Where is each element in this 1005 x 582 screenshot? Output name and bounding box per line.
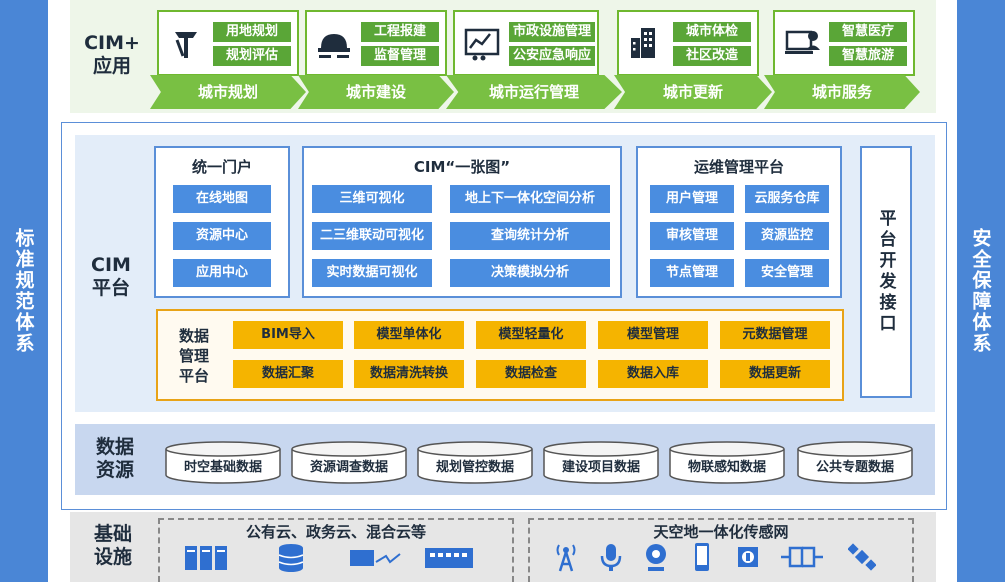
- satellite-icon: [848, 543, 876, 571]
- operations-dashboard-icon: [464, 28, 500, 61]
- antenna-icon: [556, 544, 576, 572]
- ops-item[interactable]: 云服务仓库: [745, 185, 829, 213]
- data-resource-label: 资源调查数据: [309, 460, 388, 475]
- data-resource-label: 建设项目数据: [561, 460, 640, 475]
- dev-interface-label: 平台开发接口: [875, 209, 896, 335]
- data-mgmt-item[interactable]: 数据检查: [476, 360, 586, 388]
- app-tag[interactable]: 市政设施管理: [509, 22, 595, 42]
- cloud-section: [158, 518, 514, 582]
- chevron-urban-planning[interactable]: 城市规划: [150, 75, 306, 109]
- ops-item[interactable]: 审核管理: [650, 222, 734, 250]
- chevron-city-services[interactable]: 城市服务: [764, 75, 920, 109]
- one-map-item[interactable]: 决策模拟分析: [450, 259, 610, 287]
- buildings-icon: [631, 28, 655, 58]
- app-tag[interactable]: 监督管理: [361, 46, 439, 66]
- chevron-urban-renewal[interactable]: 城市更新: [614, 75, 772, 109]
- app-card-urban-construction[interactable]: 工程报建 监督管理: [305, 10, 447, 76]
- app-tag[interactable]: 规划评估: [213, 46, 291, 66]
- app-tag[interactable]: 公安应急响应: [509, 46, 595, 66]
- app-card-city-operations[interactable]: 市政设施管理 公安应急响应: [453, 10, 599, 76]
- standards-label: 标准规范体系: [12, 228, 35, 354]
- database-cylinder-icon: [417, 441, 533, 484]
- data-mgmt-item[interactable]: 数据清洗转换: [354, 360, 464, 388]
- data-mgmt-item[interactable]: 模型轻量化: [476, 321, 586, 349]
- switch-icon: [425, 548, 473, 568]
- sensor-network-section: [528, 518, 914, 582]
- one-map-item[interactable]: 地上下一体化空间分析: [450, 185, 610, 213]
- app-tag[interactable]: 用地规划: [213, 22, 291, 42]
- ops-item[interactable]: 用户管理: [650, 185, 734, 213]
- network-link-icon: [350, 550, 401, 566]
- infrastructure-label: 基础 设施: [93, 523, 132, 568]
- server-rack-icon: [185, 546, 227, 570]
- data-mgmt-item[interactable]: 数据更新: [720, 360, 830, 388]
- one-map-item[interactable]: 三维可视化: [312, 185, 432, 213]
- cim-one-map-title: CIM“一张图”: [413, 158, 511, 176]
- cim-platform-label: CIM 平台: [91, 254, 131, 299]
- microphone-icon: [600, 544, 622, 571]
- data-management-label: 数据 管理 平台: [178, 327, 209, 385]
- data-mgmt-item[interactable]: BIM导入: [233, 321, 343, 349]
- data-resource-label: 规划管控数据: [435, 460, 514, 475]
- app-card-urban-renewal[interactable]: 城市体检 社区改造: [617, 10, 759, 76]
- data-resource-cylinder[interactable]: 时空基础数据: [164, 440, 282, 484]
- ops-platform-title: 运维管理平台: [693, 158, 784, 176]
- platform-dev-interface[interactable]: 平台开发接口: [860, 146, 912, 398]
- database-cylinder-icon: [165, 441, 281, 484]
- data-resource-cylinder[interactable]: 建设项目数据: [542, 440, 660, 484]
- app-tag[interactable]: 工程报建: [361, 22, 439, 42]
- data-resource-label: 时空基础数据: [183, 460, 262, 475]
- data-mgmt-item[interactable]: 元数据管理: [720, 321, 830, 349]
- app-tag[interactable]: 社区改造: [673, 46, 751, 66]
- data-resource-cylinder[interactable]: 物联感知数据: [668, 440, 786, 484]
- camera-icon: [646, 544, 666, 571]
- database-cylinder-icon: [291, 441, 407, 484]
- security-label: 安全保障体系: [969, 228, 992, 354]
- app-card-city-services[interactable]: 智慧医疗 智慧旅游: [773, 10, 915, 76]
- data-resources-label: 数据 资源: [95, 436, 134, 481]
- chevron-city-operations[interactable]: 城市运行管理: [446, 75, 622, 109]
- data-resource-cylinder[interactable]: 公共专题数据: [796, 440, 914, 484]
- database-cylinder-icon: [543, 441, 659, 484]
- data-mgmt-item[interactable]: 模型管理: [598, 321, 708, 349]
- database-cylinder-icon: [797, 441, 913, 484]
- data-mgmt-item[interactable]: 模型单体化: [354, 321, 464, 349]
- planning-icon: [175, 32, 197, 58]
- portal-item[interactable]: 应用中心: [173, 259, 271, 287]
- service-computer-icon: [785, 30, 820, 54]
- app-tag[interactable]: 智慧旅游: [829, 46, 907, 66]
- portal-item[interactable]: 在线地图: [173, 185, 271, 213]
- data-resource-label: 物联感知数据: [687, 460, 766, 475]
- portal-item[interactable]: 资源中心: [173, 222, 271, 250]
- ops-item[interactable]: 节点管理: [650, 259, 734, 287]
- one-map-item[interactable]: 查询统计分析: [450, 222, 610, 250]
- phone-icon: [695, 543, 709, 571]
- chevron-urban-construction[interactable]: 城市建设: [298, 75, 454, 109]
- database-icon: [278, 544, 304, 572]
- app-card-urban-planning[interactable]: 用地规划 规划评估: [157, 10, 299, 76]
- data-resource-cylinder[interactable]: 规划管控数据: [416, 440, 534, 484]
- chip-icon: [738, 547, 758, 567]
- cim-plus-label: CIM+ 应用: [84, 32, 140, 77]
- unified-portal-title: 统一门户: [191, 158, 252, 176]
- database-cylinder-icon: [669, 441, 785, 484]
- sensor-network-title: 天空地一体化传感网: [653, 523, 789, 541]
- data-mgmt-item[interactable]: 数据汇聚: [233, 360, 343, 388]
- security-sidebar: 安全保障体系: [957, 0, 1005, 582]
- data-resource-cylinder[interactable]: 资源调查数据: [290, 440, 408, 484]
- one-map-item[interactable]: 二三维联动可视化: [312, 222, 432, 250]
- cloud-title: 公有云、政务云、混合云等: [245, 523, 426, 541]
- plug-icon: [781, 546, 823, 568]
- data-resource-label: 公共专题数据: [815, 460, 894, 475]
- standards-sidebar: 标准规范体系: [0, 0, 48, 582]
- ops-item[interactable]: 资源监控: [745, 222, 829, 250]
- app-tag[interactable]: 智慧医疗: [829, 22, 907, 42]
- app-tag[interactable]: 城市体检: [673, 22, 751, 42]
- construction-helmet-icon: [318, 34, 350, 58]
- ops-item[interactable]: 安全管理: [745, 259, 829, 287]
- one-map-item[interactable]: 实时数据可视化: [312, 259, 432, 287]
- data-mgmt-item[interactable]: 数据入库: [598, 360, 708, 388]
